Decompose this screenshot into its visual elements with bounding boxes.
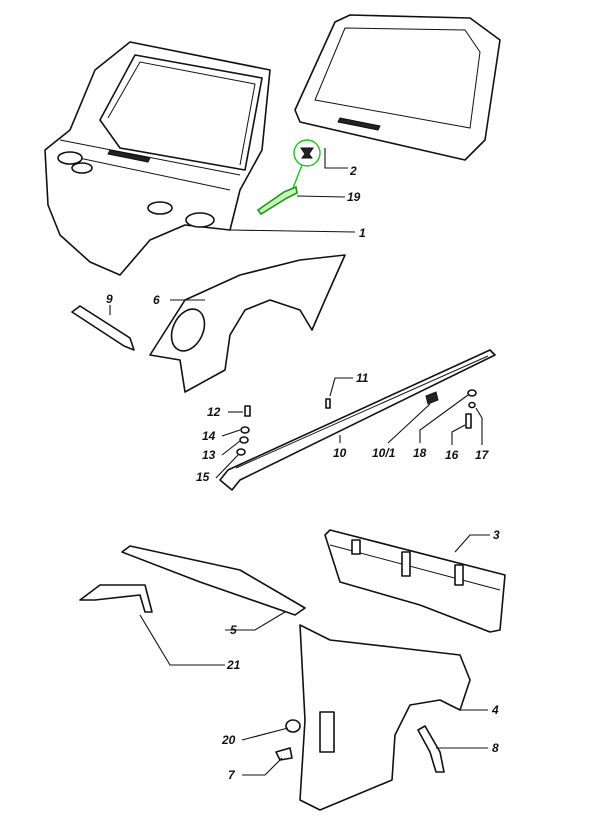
label-14: 14: [202, 429, 216, 443]
part-6-front-fender[interactable]: [149, 254, 346, 393]
label-6: 6: [153, 293, 160, 307]
label-11: 11: [356, 371, 369, 385]
label-5: 5: [230, 623, 237, 637]
part-15-nut[interactable]: [236, 448, 246, 456]
label-2: 2: [349, 164, 357, 178]
leader-lines: [109, 148, 490, 776]
part-1-body-front-section[interactable]: [44, 41, 271, 276]
part-16-bolt[interactable]: [465, 413, 472, 429]
part-8-trim[interactable]: [417, 725, 445, 773]
part-18-washer[interactable]: [467, 389, 477, 397]
part-10-rocker-sill[interactable]: [219, 349, 496, 491]
part-3-rear-panel[interactable]: [324, 529, 506, 633]
label-21: 21: [226, 658, 241, 672]
part-14-washer[interactable]: [240, 426, 250, 434]
label-16: 16: [445, 448, 459, 462]
part-10-1-clip[interactable]: [425, 391, 439, 405]
label-17: 17: [475, 448, 490, 462]
label-8: 8: [492, 741, 499, 755]
part-21-brackets[interactable]: [79, 584, 153, 613]
part-4-rear-quarter-panel[interactable]: [299, 624, 471, 811]
label-19: 19: [347, 190, 361, 204]
part-9-trim-piece[interactable]: [71, 305, 135, 351]
label-7: 7: [228, 768, 236, 782]
label-15: 15: [196, 470, 210, 484]
part-7-clip[interactable]: [275, 747, 293, 761]
part-17-nut[interactable]: [468, 401, 476, 409]
part-2-windshield-frame[interactable]: [294, 14, 501, 161]
part-5-rear-spoiler[interactable]: [121, 545, 306, 616]
part-20-plug[interactable]: [285, 719, 301, 733]
part-13-washer[interactable]: [239, 436, 249, 444]
part-12-screw[interactable]: [244, 405, 251, 417]
label-9: 9: [106, 292, 113, 306]
label-13: 13: [202, 448, 216, 462]
part-11-pin[interactable]: [325, 398, 331, 409]
label-1: 1: [359, 226, 366, 240]
label-10: 10: [333, 446, 347, 460]
label-12: 12: [207, 405, 221, 419]
label-18: 18: [413, 446, 427, 460]
label-20: 20: [221, 733, 236, 747]
label-10-1: 10/1: [372, 446, 396, 460]
label-4: 4: [491, 703, 499, 717]
label-3: 3: [493, 528, 500, 542]
part-19-highlighted-bracket[interactable]: [256, 139, 321, 216]
